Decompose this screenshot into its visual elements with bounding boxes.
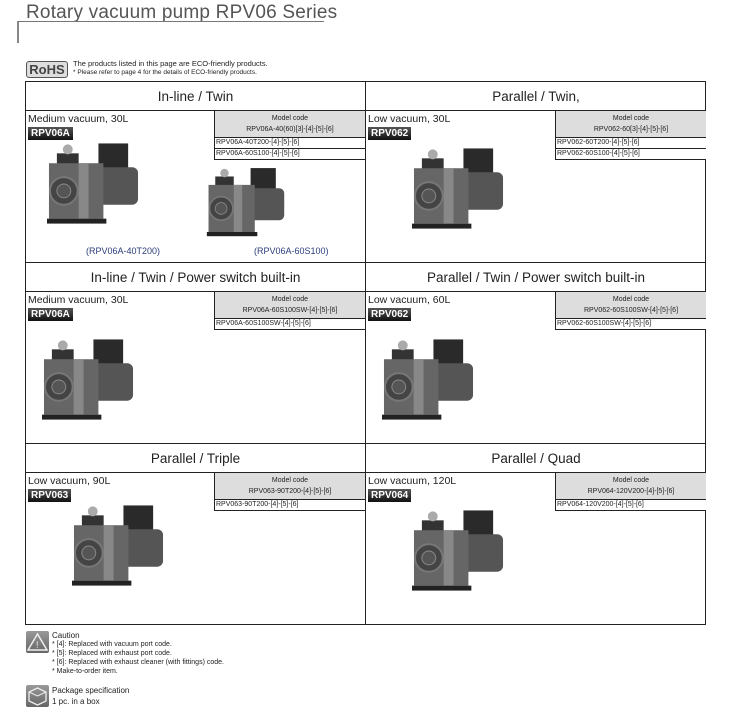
pump-image — [206, 167, 286, 238]
section-header: In-line / Twin — [26, 82, 365, 111]
vacuum-spec: Low vacuum, 120L — [368, 475, 457, 487]
model-code-row: RPV062-60T200-[4]-[5]-[6] — [556, 138, 706, 149]
column-divider — [365, 82, 366, 624]
image-caption: (RPV06A-40T200) — [86, 246, 161, 256]
model-code-row: RPV062-60S100SW-[4]-[5]-[6] — [556, 319, 706, 330]
package-section: Package specification 1 pc. in a box — [52, 685, 129, 707]
model-code-base: RPV064-120V200-[4]-[5]-[6] — [587, 488, 675, 495]
series-badge: RPV06A — [28, 308, 73, 321]
section-header: Parallel / Quad — [366, 444, 706, 473]
caution-line: * Make-to-order item. — [52, 668, 118, 675]
model-code-row: RPV06A-60S100-[4]-[5]-[6] — [215, 149, 365, 160]
model-code-row: RPV062-60S100-[4]-[5]-[6] — [556, 149, 706, 160]
model-code-label: Model code — [612, 477, 650, 484]
vacuum-spec: Low vacuum, 60L — [368, 294, 451, 306]
model-code-label: Model code — [271, 477, 309, 484]
package-text: 1 pc. in a box — [52, 697, 100, 706]
model-code-label: Model code — [612, 296, 650, 303]
series-badge: RPV062 — [368, 308, 412, 321]
vacuum-spec: Medium vacuum, 30L — [28, 294, 129, 306]
pump-image — [46, 142, 140, 225]
page-title: Rotary vacuum pump RPV06 Series — [26, 2, 338, 23]
caution-line: * [6]: Replaced with exhaust cleaner (wi… — [52, 659, 224, 666]
section-header: In-line / Twin / Power switch built-in — [26, 263, 365, 292]
image-caption: (RPV06A-60S100) — [254, 246, 329, 256]
model-code-base: RPV062-60S100SW-[4]-[5]-[6] — [583, 307, 679, 314]
title-bar-decoration — [17, 21, 19, 43]
section-header: Parallel / Triple — [26, 444, 365, 473]
vacuum-spec: Medium vacuum, 30L — [28, 113, 129, 125]
series-badge: RPV062 — [368, 127, 412, 140]
pump-image — [71, 504, 165, 587]
eco-note: The products listed in this page are ECO… — [73, 59, 268, 68]
model-code-label: Model code — [612, 115, 650, 122]
package-title: Package specification — [52, 686, 130, 695]
model-code-base: RPV06A-60S100SW-[4]-[5]-[6] — [242, 307, 338, 314]
model-code-base: RPV06A-40(60)[3]-[4]-[5]-[6] — [246, 126, 334, 133]
model-code-base: RPV062-60[3]-[4]-[5]-[6] — [593, 126, 669, 133]
pump-image — [411, 147, 505, 230]
caution-line: * [4]: Replaced with vacuum port code. — [52, 641, 172, 648]
vacuum-spec: Low vacuum, 30L — [368, 113, 451, 125]
pump-image — [411, 509, 505, 592]
model-code-label: Model code — [271, 296, 309, 303]
pump-image — [381, 338, 475, 421]
vacuum-spec: Low vacuum, 90L — [28, 475, 111, 487]
rohs-logo: RoHS — [26, 61, 68, 78]
series-badge: RPV06A — [28, 127, 73, 140]
model-code-row: RPV063-90T200-[4]-[5]-[6] — [215, 500, 365, 511]
title-underline — [18, 21, 324, 22]
caution-icon: ! — [26, 631, 49, 653]
svg-text:!: ! — [36, 640, 39, 650]
section-header: Parallel / Twin, — [366, 82, 706, 111]
series-badge: RPV064 — [368, 489, 412, 502]
caution-title: Caution — [52, 631, 80, 640]
model-code-base: RPV063-90T200-[4]-[5]-[6] — [248, 488, 332, 495]
model-code-row: RPV06A-40T200-[4]-[5]-[6] — [215, 138, 365, 149]
model-code-row: RPV06A-60S100SW-[4]-[5]-[6] — [215, 319, 365, 330]
caution-line: * [5]: Replaced with exhaust port code. — [52, 650, 172, 657]
pump-image — [41, 338, 135, 421]
package-box-icon — [26, 685, 49, 707]
caution-section: Caution * [4]: Replaced with vacuum port… — [52, 631, 224, 676]
section-header: Parallel / Twin / Power switch built-in — [366, 263, 706, 292]
model-code-label: Model code — [271, 115, 309, 122]
series-badge: RPV063 — [28, 489, 72, 502]
product-grid: In-line / Twin Medium vacuum, 30L RPV06A… — [25, 81, 706, 625]
eco-note-ref: * Please refer to page 4 for the details… — [73, 69, 257, 76]
model-code-row: RPV064-120V200-[4]-[5]-[6] — [556, 500, 706, 511]
